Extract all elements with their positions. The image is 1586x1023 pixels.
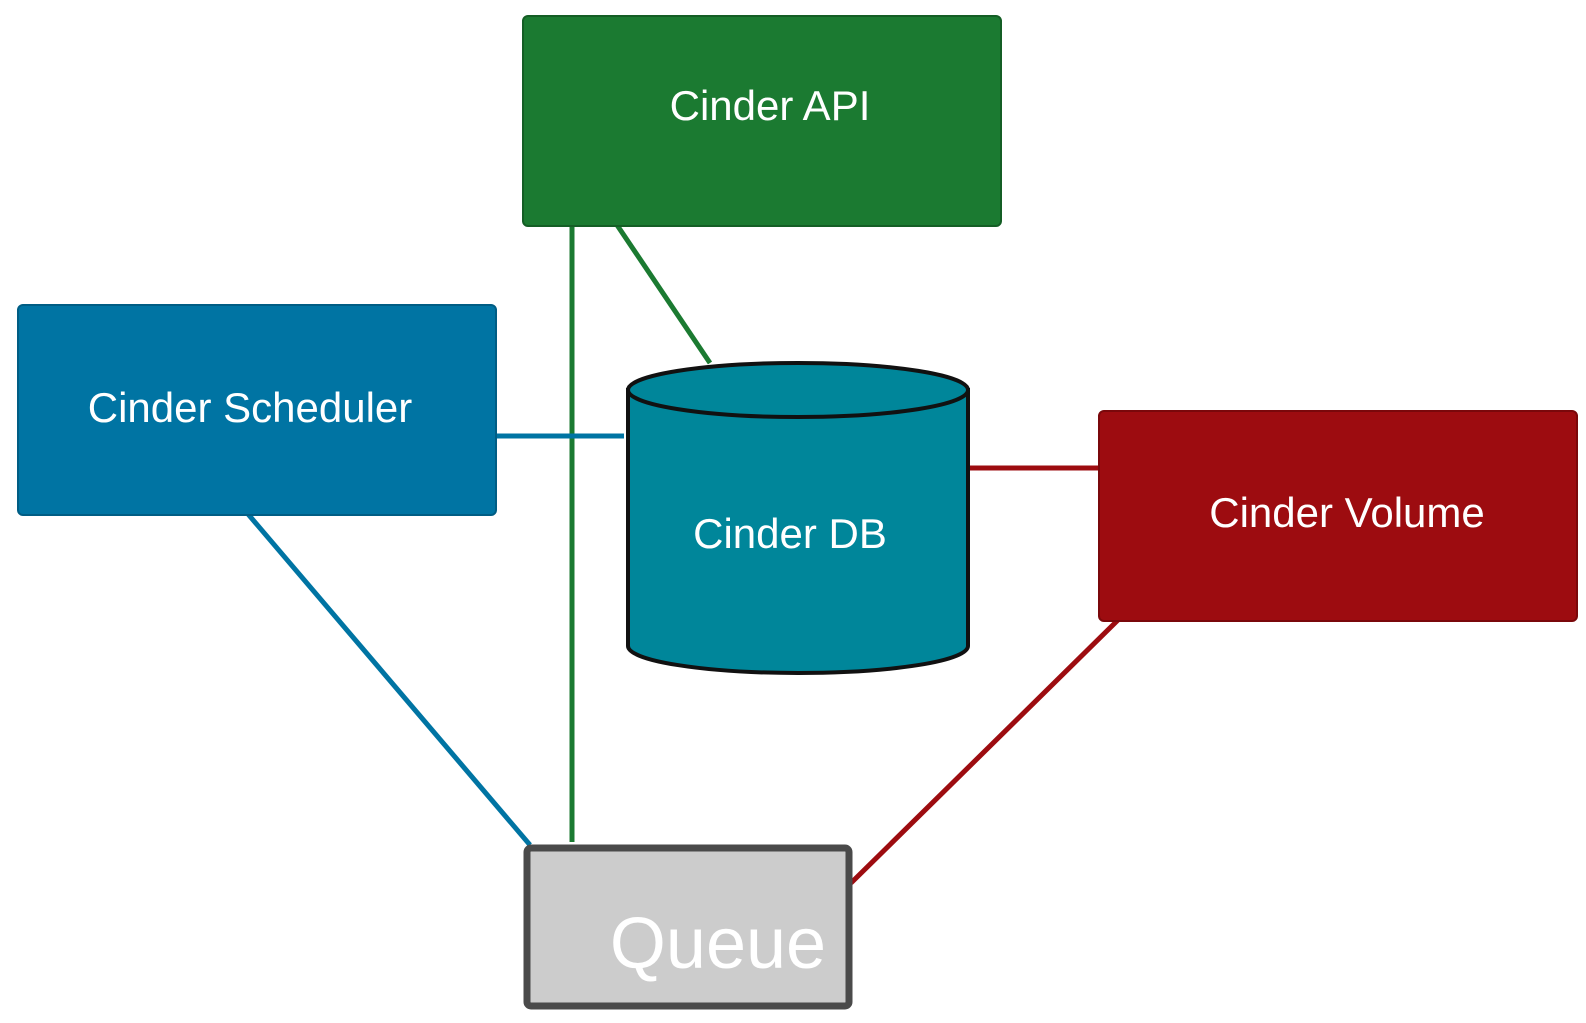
cinder-db-cylinder-top bbox=[626, 361, 970, 419]
queue-label: Queue bbox=[610, 904, 826, 984]
node-cinder-db: Cinder DB bbox=[626, 361, 970, 675]
node-cinder-api: Cinder API bbox=[522, 15, 1002, 227]
cinder-db-cylinder-body bbox=[626, 388, 970, 675]
queue-box bbox=[523, 844, 853, 1010]
node-cinder-volume: Cinder Volume bbox=[1098, 410, 1578, 622]
cinder-scheduler-label: Cinder Scheduler bbox=[88, 384, 413, 431]
cinder-db-label: Cinder DB bbox=[693, 510, 887, 557]
cinder-api-box bbox=[522, 15, 1002, 227]
node-cinder-scheduler: Cinder Scheduler bbox=[17, 304, 497, 516]
cinder-volume-label: Cinder Volume bbox=[1209, 489, 1484, 536]
connectors bbox=[246, 220, 1120, 885]
cinder-scheduler-box bbox=[17, 304, 497, 516]
connector-scheduler-queue bbox=[246, 512, 532, 847]
connector-api-db bbox=[612, 220, 713, 365]
cinder-api-label: Cinder API bbox=[670, 82, 871, 129]
cinder-volume-box bbox=[1098, 410, 1578, 622]
connector-volume-queue bbox=[849, 618, 1120, 885]
node-queue: Queue bbox=[523, 844, 853, 1010]
